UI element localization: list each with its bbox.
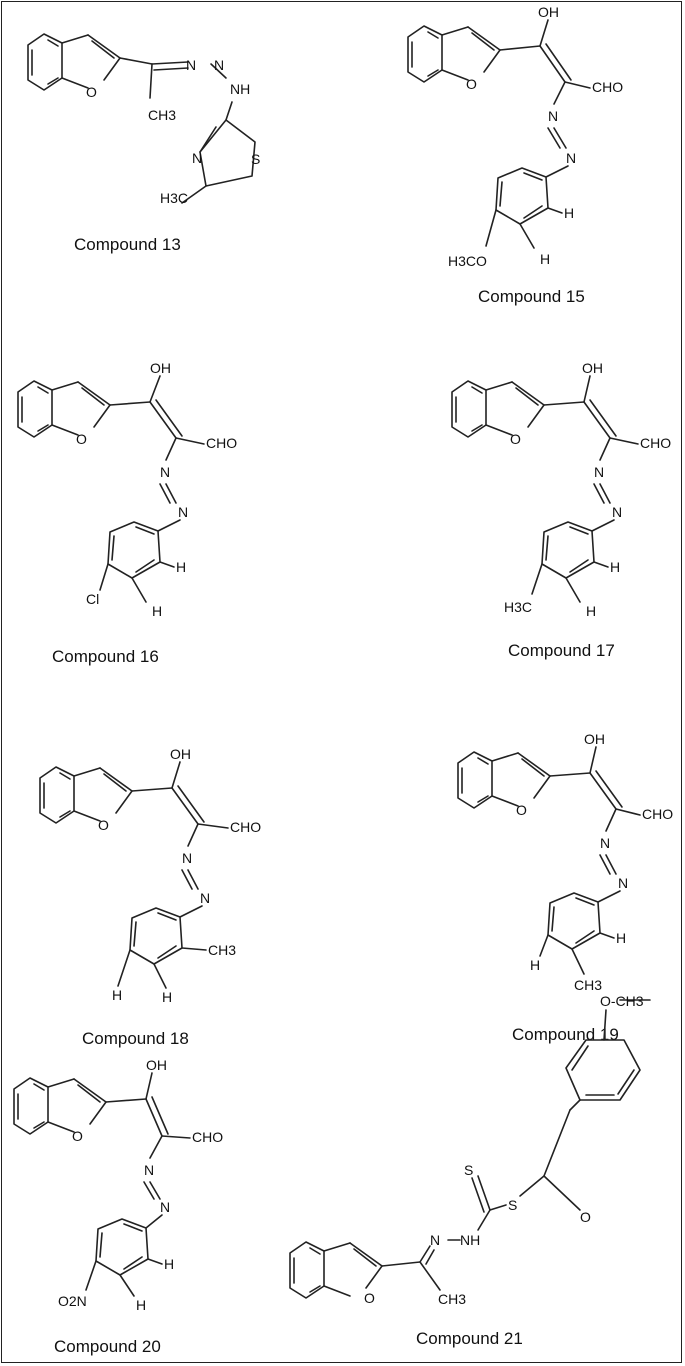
compound-16-atom-h1: H	[176, 559, 186, 575]
compound-13-atom-h3c: H3C	[160, 190, 188, 206]
compound-20-structure: O OH CHO N N H H O2N Compound 20	[13, 1057, 223, 1356]
compound-19-atom-ch3: CH3	[574, 977, 602, 993]
compound-16-atom-n1: N	[160, 464, 170, 480]
compound-13-atom-n2: N	[214, 57, 224, 73]
compound-13-atom-ch3: CH3	[148, 107, 176, 123]
compound-19-atom-h2: H	[530, 957, 540, 973]
compound-15-structure: O OH CHO N N H H H3CO Compound 15	[407, 4, 623, 306]
compound-18-atom-n2: N	[200, 890, 210, 906]
compound-19-atom-oh: OH	[584, 731, 605, 747]
compound-19-atom-n1: N	[600, 835, 610, 851]
compound-18-atom-n1: N	[182, 850, 192, 866]
compound-20-atom-o: O	[72, 1128, 83, 1144]
compound-20-atom-n2: N	[160, 1199, 170, 1215]
compound-13-atom-s: S	[251, 151, 260, 167]
compound-15-atom-oh: OH	[538, 4, 559, 20]
compound-17-atom-oh: OH	[582, 360, 603, 376]
compound-21-atom-o: O	[364, 1290, 375, 1306]
compound-16-atom-oh: OH	[150, 360, 171, 376]
compound-21-atom-ch3: CH3	[438, 1291, 466, 1307]
compound-17-structure: O OH CHO N N H H H3C Compound 17	[451, 360, 671, 660]
compound-18-atom-h1: H	[112, 987, 122, 1003]
compound-19-caption: Compound 19	[512, 1025, 619, 1044]
compound-20-atom-n1: N	[144, 1162, 154, 1178]
compound-17-atom-sub: H3C	[504, 599, 532, 615]
compound-20-caption: Compound 20	[54, 1337, 161, 1356]
compound-13-atom-o: O	[86, 84, 97, 100]
compound-16-atom-sub: Cl	[86, 591, 99, 607]
compound-16-atom-n2: N	[178, 504, 188, 520]
compound-15-atom-o: O	[466, 76, 477, 92]
compound-21-atom-nh: NH	[460, 1232, 480, 1248]
compound-20-atom-cho: CHO	[192, 1129, 223, 1145]
compound-18-caption: Compound 18	[82, 1029, 189, 1048]
compound-21-structure: O N NH CH3 S S O O-CH3 Compound 21	[289, 993, 651, 1348]
compound-18-atom-oh: OH	[170, 746, 191, 762]
compound-19-atom-o: O	[516, 802, 527, 818]
compound-20-atom-sub: O2N	[58, 1293, 87, 1309]
compound-15-atom-n2: N	[566, 150, 576, 166]
compound-13-atom-n1: N	[186, 57, 196, 73]
compound-21-atom-och3: O-CH3	[600, 993, 644, 1009]
compound-13-atom-nh: NH	[230, 81, 250, 97]
compound-13-atom-ring-n: N	[192, 150, 202, 166]
compound-15-atom-n1: N	[548, 108, 558, 124]
compound-16-structure: O OH CHO N N H H Cl Compound 16	[17, 360, 237, 666]
compound-15-atom-h1: H	[564, 205, 574, 221]
compound-21-atom-n1: N	[430, 1232, 440, 1248]
compound-15-atom-sub: H3CO	[448, 253, 487, 269]
compound-21-atom-s1: S	[464, 1162, 473, 1178]
compound-17-atom-h2: H	[586, 603, 596, 619]
compound-20-atom-oh: OH	[146, 1057, 167, 1073]
compound-19-atom-n2: N	[618, 875, 628, 891]
compound-18-atom-o: O	[98, 817, 109, 833]
compound-18-atom-cho: CHO	[230, 819, 261, 835]
compound-20-atom-h1: H	[164, 1256, 174, 1272]
compound-21-atom-s2: S	[508, 1197, 517, 1213]
compound-17-atom-n2: N	[612, 504, 622, 520]
compound-16-atom-h2: H	[152, 603, 162, 619]
compound-21-atom-o2: O	[580, 1209, 591, 1225]
compound-17-atom-cho: CHO	[640, 435, 671, 451]
compound-16-atom-o: O	[76, 431, 87, 447]
compound-17-atom-n1: N	[594, 464, 604, 480]
compound-19-atom-h1: H	[616, 930, 626, 946]
compound-17-caption: Compound 17	[508, 641, 615, 660]
compound-15-caption: Compound 15	[478, 287, 585, 306]
compound-19-atom-cho: CHO	[642, 806, 673, 822]
compound-15-atom-cho: CHO	[592, 79, 623, 95]
compound-16-atom-cho: CHO	[206, 435, 237, 451]
compound-21-caption: Compound 21	[416, 1329, 523, 1348]
compound-18-atom-ch3: CH3	[208, 942, 236, 958]
compound-13-caption: Compound 13	[74, 235, 181, 254]
compound-18-structure: O OH CHO N N CH3 H H Compound 18	[39, 746, 261, 1048]
compound-16-caption: Compound 16	[52, 647, 159, 666]
compound-18-atom-h2: H	[162, 989, 172, 1005]
compound-17-atom-h1: H	[610, 559, 620, 575]
compound-20-atom-h2: H	[136, 1297, 146, 1313]
compound-17-atom-o: O	[510, 431, 521, 447]
compound-13-structure: O N N NH CH3 N S H3C Compound 13	[27, 33, 260, 254]
compound-15-atom-h2: H	[540, 251, 550, 267]
